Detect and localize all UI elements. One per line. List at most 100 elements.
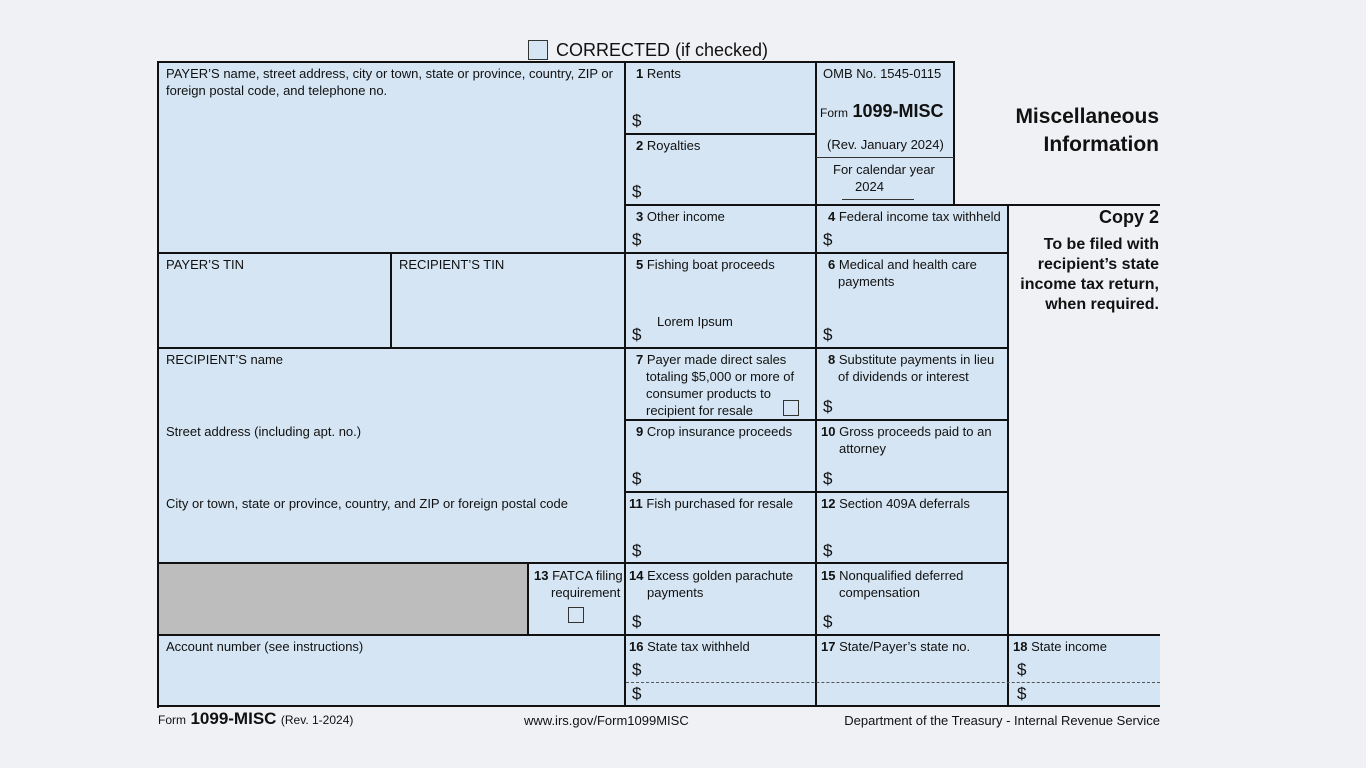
- box11-fish-field[interactable]: [625, 492, 816, 563]
- account-number-field[interactable]: [158, 635, 625, 706]
- payer-info-label: PAYER’S name, street address, city or to…: [166, 66, 613, 98]
- box4-text: Federal income tax withheld: [838, 209, 1001, 224]
- box1-rents-field[interactable]: [625, 62, 816, 134]
- box14-dollar: $: [632, 612, 642, 631]
- box13-text2: requirement: [551, 585, 621, 600]
- box8-text2: of dividends or interest: [838, 369, 969, 384]
- box15-text1: Nonqualified deferred: [839, 568, 964, 583]
- box3-label: 3 Other income: [636, 208, 725, 225]
- box8-substitute-field[interactable]: [816, 348, 1008, 420]
- box3-number: 3: [636, 209, 644, 224]
- box14-text1: Excess golden parachute: [647, 568, 794, 583]
- frame-bottom: [157, 705, 1160, 707]
- line-r5: [624, 419, 1009, 421]
- box1-number: 1: [636, 66, 644, 81]
- box12-409a-field[interactable]: [816, 492, 1008, 563]
- box9-label: 9 Crop insurance proceeds: [636, 423, 792, 440]
- omb-form-name: 1099-MISC: [852, 101, 944, 121]
- line-r8: [157, 634, 1160, 636]
- footer-form-name: 1099-MISC: [190, 709, 277, 728]
- line-rev: [816, 157, 954, 158]
- payer-info-field[interactable]: [158, 62, 625, 253]
- footer-form-id: Form 1099-MISC (Rev. 1-2024): [158, 709, 353, 729]
- corrected-label: CORRECTED (if checked): [556, 40, 769, 60]
- box13-fatca-field: [528, 563, 625, 635]
- copy-line4: when required.: [1045, 296, 1159, 313]
- copy-title: Copy 2: [1098, 207, 1159, 227]
- box5-number: 5: [636, 257, 644, 272]
- box5-label: 5 Fishing boat proceeds: [636, 256, 775, 273]
- box2-label: 2 Royalties: [636, 137, 700, 154]
- divider-col-b: [815, 61, 817, 707]
- box16-label: 16 State tax withheld: [629, 638, 750, 655]
- box7-checkbox[interactable]: [783, 400, 799, 416]
- footer-rev: (Rev. 1-2024): [280, 713, 354, 727]
- footer-url[interactable]: www.irs.gov/Form1099MISC: [524, 713, 689, 728]
- street-address-label: Street address (including apt. no.): [166, 424, 362, 439]
- box16-number: 16: [629, 639, 644, 654]
- omb-rev: (Rev. January 2024): [827, 137, 944, 152]
- recipient-name-label: RECIPIENT’S name: [166, 352, 284, 367]
- box11-text: Fish purchased for resale: [646, 496, 794, 511]
- box5-value[interactable]: Lorem Ipsum: [657, 314, 733, 329]
- box6-label: 6 Medical and health care: [828, 256, 977, 273]
- box10-attorney-field[interactable]: [816, 420, 1008, 492]
- box5-fishing-field[interactable]: [625, 253, 816, 348]
- payer-tin-field[interactable]: [158, 253, 391, 348]
- box14-label: 14 Excess golden parachute: [629, 567, 793, 584]
- box4-federal-tax-field[interactable]: [816, 205, 1008, 253]
- box16-state-tax-field[interactable]: [625, 635, 816, 706]
- box4-number: 4: [828, 209, 836, 224]
- box16-dollar-2: $: [632, 684, 642, 703]
- recipient-address-field[interactable]: [158, 348, 625, 563]
- box9-number: 9: [636, 424, 644, 439]
- box18-dollar-2: $: [1017, 684, 1027, 703]
- line-r1: [624, 133, 817, 135]
- box13-checkbox[interactable]: [568, 607, 584, 623]
- line-r2: [624, 204, 1160, 206]
- box6-number: 6: [828, 257, 836, 272]
- frame-left: [157, 61, 159, 708]
- box14-golden-field[interactable]: [625, 563, 816, 635]
- line-r4: [157, 347, 1009, 349]
- box13-number: 13: [534, 568, 549, 583]
- form-title-line2: Information: [1043, 133, 1160, 156]
- footer-department: Department of the Treasury - Internal Re…: [844, 713, 1160, 728]
- box6-medical-field[interactable]: [816, 253, 1008, 348]
- box2-dollar: $: [632, 182, 642, 201]
- box17-state-no-field[interactable]: [816, 635, 1008, 706]
- box11-number: 11: [629, 496, 643, 511]
- calendar-year-label: For calendar year: [833, 162, 935, 177]
- recipient-tin-label: RECIPIENT’S TIN: [399, 257, 505, 272]
- box6-text1: Medical and health care: [838, 257, 977, 272]
- box10-text1: Gross proceeds paid to an: [839, 424, 992, 439]
- line-r3: [157, 252, 1009, 254]
- box18-dollar-1: $: [1017, 660, 1027, 679]
- box12-dollar: $: [823, 541, 833, 560]
- omb-form-id: Form 1099-MISC: [820, 101, 944, 122]
- box10-number: 10: [821, 424, 836, 439]
- calendar-year-value: 2024: [855, 179, 884, 194]
- box15-deferred-field[interactable]: [816, 563, 1008, 635]
- box10-label: 10 Gross proceeds paid to an: [821, 423, 992, 440]
- account-number-label: Account number (see instructions): [166, 639, 364, 654]
- box9-crop-field[interactable]: [625, 420, 816, 492]
- box18-text: State income: [1031, 639, 1107, 654]
- shaded-area: [158, 563, 528, 635]
- box3-other-income-field[interactable]: [625, 205, 816, 253]
- box5-dollar: $: [632, 325, 642, 344]
- box7-text1: Payer made direct sales: [646, 352, 787, 367]
- corrected-checkbox[interactable]: [528, 40, 548, 60]
- box12-label: 12 Section 409A deferrals: [821, 495, 970, 512]
- omb-number: OMB No. 1545-0115: [823, 66, 942, 81]
- recipient-tin-field[interactable]: [391, 253, 625, 348]
- box15-number: 15: [821, 568, 836, 583]
- box2-royalties-field[interactable]: [625, 134, 816, 205]
- box3-text: Other income: [646, 209, 725, 224]
- box16-text: State tax withheld: [647, 639, 750, 654]
- box8-dollar: $: [823, 397, 833, 416]
- box18-state-income-field[interactable]: [1008, 635, 1160, 706]
- box4-dollar: $: [823, 230, 833, 249]
- line-r6: [624, 491, 1009, 493]
- box7-text4: recipient for resale: [646, 403, 753, 418]
